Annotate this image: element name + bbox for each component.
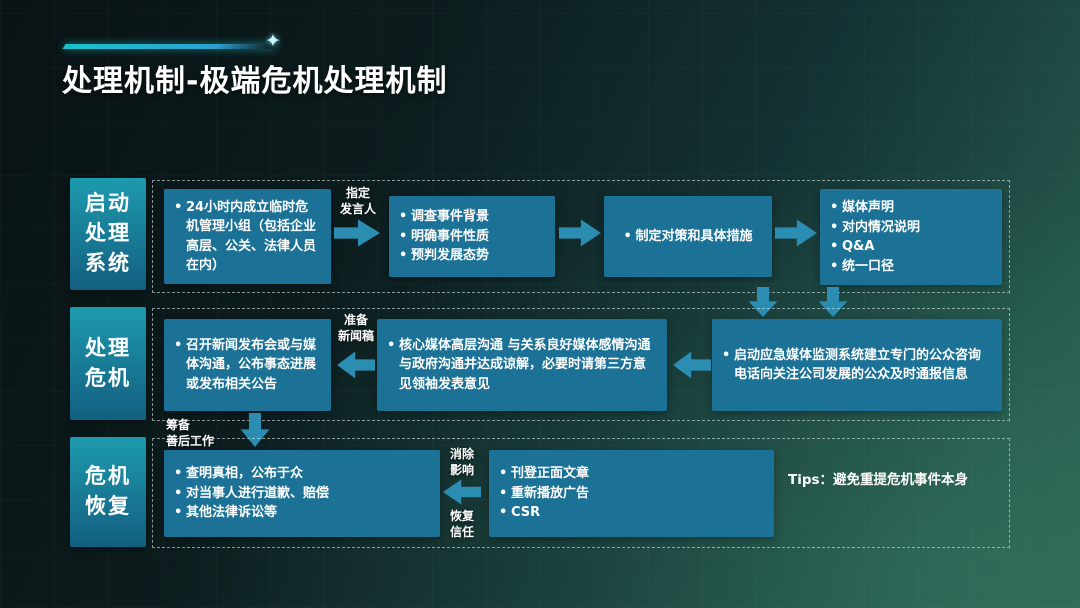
row-start-label: 启动 处理 系统 xyxy=(70,178,146,290)
list-item: 对当事人进行道歉、赔偿 xyxy=(174,484,329,504)
list-item: 启动应急媒体监测系统建立专门的公众咨询电话向关注公司发展的公众及时通报信息 xyxy=(722,346,992,385)
tips-note: Tips：避免重提危机事件本身 xyxy=(788,472,969,488)
box-item-list: 查明真相，公布于众 对当事人进行道歉、赔偿 其他法律诉讼等 xyxy=(174,464,329,523)
label-line: 消除 xyxy=(449,447,474,461)
label-line: 筹备 xyxy=(166,418,191,432)
box-item-list: 核心媒体高层沟通 与关系良好媒体感情沟通 与政府沟通并达成谅解，必要时请第三方意… xyxy=(387,336,657,395)
flow-box-media-monitor: 启动应急媒体监测系统建立专门的公众咨询电话向关注公司发展的公众及时通报信息 xyxy=(712,319,1002,411)
list-item: 重新播放广告 xyxy=(499,484,589,504)
label-line: 新闻稿 xyxy=(337,328,374,343)
list-item: 媒体声明 xyxy=(830,198,920,218)
label-line: 指定 xyxy=(345,186,370,200)
list-item: 其他法律诉讼等 xyxy=(174,503,329,523)
arrow-label-restore-trust: 恢复 信任 xyxy=(438,509,486,541)
arrow-label-eliminate-impact: 消除 影响 xyxy=(438,447,486,479)
list-item: Q&A xyxy=(830,237,920,257)
box-item-list: 调查事件背景 明确事件性质 预判发展态势 xyxy=(399,207,489,266)
list-item: 调查事件背景 xyxy=(399,207,489,227)
row-handle-label: 处理 危机 xyxy=(70,307,146,420)
arrow-label-press-release: 准备 新闻稿 xyxy=(325,313,387,345)
list-item: 明确事件性质 xyxy=(399,227,489,247)
title-accent-bar xyxy=(62,44,278,49)
list-item: 对内情况说明 xyxy=(830,218,920,238)
label-line: 启动 xyxy=(85,191,131,216)
flow-box-investigate: 调查事件背景 明确事件性质 预判发展态势 xyxy=(389,196,555,277)
label-line: 处理 xyxy=(85,221,131,246)
label-line: 处理 xyxy=(85,335,131,360)
label-line: 信任 xyxy=(449,524,474,539)
label-line: 危机 xyxy=(85,365,131,390)
row-start-container xyxy=(152,180,1010,293)
arrow-label-aftermath: 筹备 善后工作 xyxy=(166,418,236,450)
flow-box-statement: 媒体声明 对内情况说明 Q&A 统一口径 xyxy=(820,189,1002,285)
flow-box-press-conference: 召开新闻发布会或与媒体沟通，公布事态进展或发布相关公告 xyxy=(164,319,331,411)
flow-box-measures: 制定对策和具体措施 xyxy=(604,196,772,277)
label-line: 恢复 xyxy=(449,509,474,523)
page-title: 处理机制-极端危机处理机制 xyxy=(62,64,448,99)
box-item-list: 媒体声明 对内情况说明 Q&A 统一口径 xyxy=(830,198,920,276)
label-line: 危机 xyxy=(85,464,131,489)
list-item: 查明真相，公布于众 xyxy=(174,464,329,484)
arrow-label-designate-spokesperson: 指定 发言人 xyxy=(328,186,388,218)
list-item: 召开新闻发布会或与媒体沟通，公布事态进展或发布相关公告 xyxy=(174,336,321,395)
flow-box-truth-apology: 查明真相，公布于众 对当事人进行道歉、赔偿 其他法律诉讼等 xyxy=(164,450,440,537)
row-recover-container xyxy=(152,438,1010,548)
flow-box-positive-publicity: 刊登正面文章 重新播放广告 CSR xyxy=(489,450,774,537)
label-line: 影响 xyxy=(449,462,474,477)
box-item-list: 制定对策和具体措施 xyxy=(623,227,752,247)
label-line: 系统 xyxy=(85,250,131,275)
label-line: 发言人 xyxy=(339,201,376,216)
box-item-list: 24小时内成立临时危机管理小组（包括企业高层、公关、法律人员在内） xyxy=(174,198,321,276)
row-handle-container xyxy=(152,308,1010,421)
box-item-list: 召开新闻发布会或与媒体沟通，公布事态进展或发布相关公告 xyxy=(174,336,321,395)
flow-box-communication: 核心媒体高层沟通 与关系良好媒体感情沟通 与政府沟通并达成谅解，必要时请第三方意… xyxy=(377,319,667,411)
list-item: 统一口径 xyxy=(830,257,920,277)
list-item: 预判发展态势 xyxy=(399,246,489,266)
label-line: 准备 xyxy=(343,313,368,327)
label-line: 恢复 xyxy=(85,494,131,518)
sparkle-icon: ✦ xyxy=(265,30,281,52)
row-recover-label: 危机 恢复 xyxy=(70,437,146,547)
box-item-list: 刊登正面文章 重新播放广告 CSR xyxy=(499,464,589,523)
label-line: 善后工作 xyxy=(166,433,215,448)
list-item: 24小时内成立临时危机管理小组（包括企业高层、公关、法律人员在内） xyxy=(174,198,321,276)
list-item: 制定对策和具体措施 xyxy=(623,227,752,247)
list-item: 核心媒体高层沟通 与关系良好媒体感情沟通 与政府沟通并达成谅解，必要时请第三方意… xyxy=(387,336,657,395)
flow-box-crisis-team: 24小时内成立临时危机管理小组（包括企业高层、公关、法律人员在内） xyxy=(164,189,331,284)
box-item-list: 启动应急媒体监测系统建立专门的公众咨询电话向关注公司发展的公众及时通报信息 xyxy=(722,346,992,385)
list-item: CSR xyxy=(499,503,589,523)
list-item: 刊登正面文章 xyxy=(499,464,589,484)
